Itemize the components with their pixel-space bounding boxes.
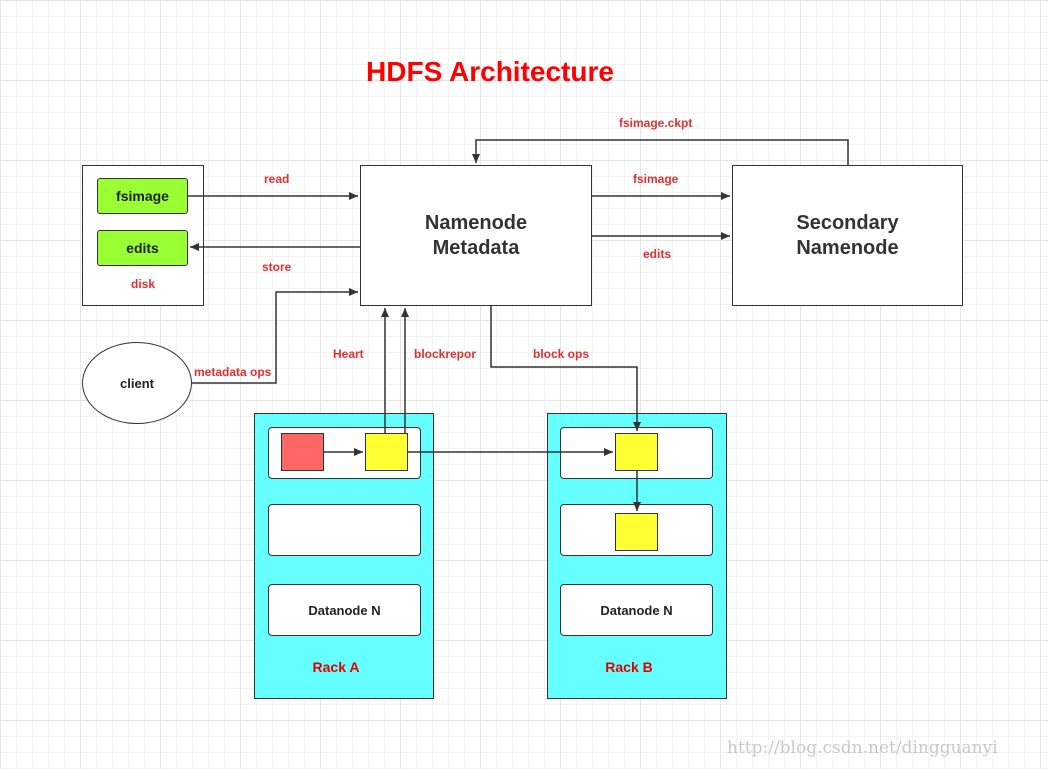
metadata-ops-label: metadata ops [194, 365, 272, 379]
heart-label: Heart [333, 347, 364, 361]
fsimage-ckpt-label: fsimage.ckpt [619, 116, 693, 130]
rack-b-replica-block-1[interactable] [615, 433, 658, 471]
read-label: read [264, 172, 290, 186]
fsimage-ckpt-arrow [472, 139, 849, 165]
namenode-box[interactable]: Namenode Metadata [360, 165, 592, 306]
namenode-title: Namenode [424, 211, 528, 234]
client-ellipse[interactable]: client [82, 342, 192, 424]
namenode-subtitle: Metadata [432, 236, 520, 259]
secondary-namenode-box[interactable]: Secondary Namenode [732, 165, 963, 306]
disk-label: disk [130, 277, 155, 291]
edits-label: edits [643, 247, 672, 261]
block-ops-label: block ops [533, 347, 590, 361]
rack-b-datanode-n[interactable]: Datanode N [560, 584, 713, 636]
rack-a-client-block[interactable] [281, 433, 324, 471]
rack-b-replica-block-2[interactable] [615, 513, 658, 551]
rack-a-data-block[interactable] [365, 433, 408, 471]
watermark: http://blog.csdn.net/dingguanyi [727, 738, 998, 758]
blockreport-label: blockrepor [414, 347, 477, 361]
diagram-title: HDFS Architecture [366, 56, 614, 87]
rack-a-label: Rack A [312, 659, 360, 675]
client-label: client [120, 375, 154, 391]
secondary-subtitle: Namenode [796, 236, 899, 259]
rack-a-datanode-2[interactable] [268, 504, 421, 556]
fsimage-label: fsimage [633, 172, 679, 186]
rack-a-datanode-n[interactable]: Datanode N [268, 584, 421, 636]
secondary-title: Secondary [796, 211, 899, 234]
edits-file[interactable]: edits [97, 230, 188, 266]
store-label: store [262, 260, 292, 274]
fsimage-file[interactable]: fsimage [97, 178, 188, 214]
rack-b-label: Rack B [605, 659, 653, 675]
